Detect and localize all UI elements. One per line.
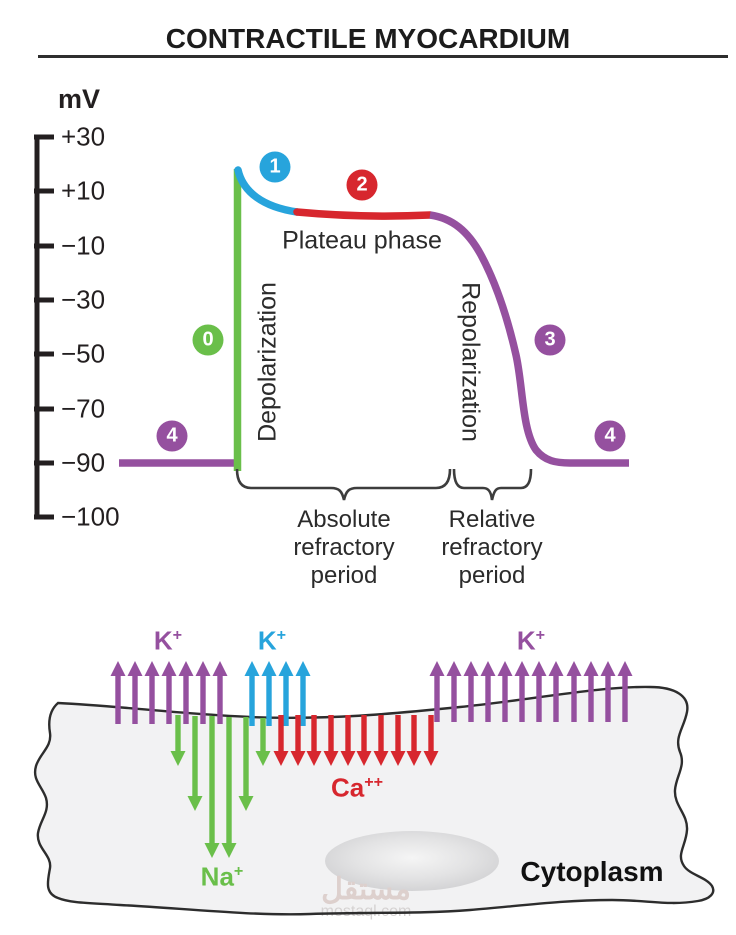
phase-2-plateau-curve [293, 208, 434, 220]
k-left-outward-arrow-head [144, 661, 160, 676]
ion-charge: + [535, 625, 546, 644]
phase-2-badge: 2 [346, 169, 378, 201]
ion-label-ca: Ca++ [331, 773, 383, 804]
axis-tick-minus100: −100 [61, 501, 120, 532]
title-underline [38, 55, 728, 58]
ion-charge: + [172, 625, 183, 644]
k-left-outward-arrow-head [212, 661, 228, 676]
ca-inward-arrow-head [323, 751, 339, 766]
k-right-outward-arrow-head [480, 661, 496, 676]
k-right-outward-arrow-head [446, 661, 462, 676]
na-inward-arrow-head [170, 751, 186, 766]
ca-inward-arrow-head [340, 751, 356, 766]
ion-symbol: Ca [330, 772, 365, 803]
k-mid-outward-arrow-head [278, 661, 294, 676]
na-inward-arrow-head [187, 796, 203, 811]
nucleus [325, 831, 499, 891]
axis-tick-minus70: −70 [61, 393, 106, 424]
ca-inward-arrow-head [406, 751, 422, 766]
k-right-outward-arrow-head [463, 661, 479, 676]
ca-inward-arrow-head [373, 751, 389, 766]
k-left-outward-arrow-head [195, 661, 211, 676]
relative-refractory-label: Relative refractory period [441, 506, 543, 589]
axis-tick-minus30: −30 [61, 284, 106, 315]
na-inward-arrow-head [204, 843, 220, 858]
na-inward-arrow-head [255, 751, 271, 766]
ion-charge: + [233, 861, 244, 880]
ca-inward-arrow-head [423, 751, 439, 766]
plateau-phase-label: Plateau phase [282, 226, 442, 255]
ion-symbol: K [257, 625, 277, 656]
k-right-outward-arrow-head [497, 661, 513, 676]
watermark-domain: mostaql.com [321, 903, 412, 920]
watermark-arabic: مستقل [321, 873, 411, 906]
ca-inward-arrow-head [290, 751, 306, 766]
cell-body [35, 686, 714, 915]
y-axis-ticks [34, 134, 54, 520]
y-axis-unit-label: mV [58, 84, 101, 114]
ion-label-k-mid: K+ [258, 626, 286, 657]
k-left-outward-arrow-head [161, 661, 177, 676]
ca-inward-arrow-head [273, 751, 289, 766]
k-left-outward-arrow-head [110, 661, 126, 676]
ion-symbol: K [153, 625, 173, 656]
k-left-outward-arrow-head [127, 661, 143, 676]
ion-charge: + [276, 625, 287, 644]
axis-tick-minus90: −90 [61, 447, 106, 478]
ion-label-k-right: K+ [517, 626, 545, 657]
ion-label-na: Na+ [201, 862, 244, 893]
phase-3-badge: 3 [534, 324, 566, 356]
axis-tick-minus10: −10 [61, 230, 106, 261]
repolarization-label: Repolarization [456, 282, 485, 442]
phase-4-left-badge: 4 [156, 420, 188, 452]
na-inward-arrow-head [221, 843, 237, 858]
page-title: CONTRACTILE MYOCARDIUM [165, 23, 571, 54]
axis-tick-plus30: +30 [61, 121, 106, 152]
phase-1-badge: 1 [259, 151, 291, 183]
axis-tick-plus10: +10 [61, 175, 106, 206]
phase-1-curve [234, 166, 301, 216]
na-inward-arrow-head [238, 796, 254, 811]
ion-symbol: Na [200, 861, 234, 892]
ion-label-k-left: K+ [154, 626, 182, 657]
phase-0-badge: 0 [192, 324, 224, 356]
k-mid-outward-arrow-head [244, 661, 260, 676]
k-right-outward-arrow-head [583, 661, 599, 676]
ca-inward-arrow-head [306, 751, 322, 766]
k-right-outward-arrow-head [531, 661, 547, 676]
k-right-outward-arrow-head [548, 661, 564, 676]
ion-arrow-layer [110, 661, 633, 858]
ion-symbol: K [516, 625, 536, 656]
absolute-refractory-brace [235, 468, 452, 501]
k-right-outward-arrow-head [514, 661, 530, 676]
phase-3-repolarization-curve [429, 211, 629, 467]
phase-4-right-badge: 4 [594, 420, 626, 452]
depolarization-label: Depolarization [253, 282, 282, 442]
k-right-outward-arrow-head [566, 661, 582, 676]
k-mid-outward-arrow-head [295, 661, 311, 676]
cytoplasm-label: Cytoplasm [520, 856, 664, 887]
axis-tick-minus50: −50 [61, 338, 106, 369]
ion-charge: ++ [364, 772, 384, 791]
k-right-outward-arrow-head [600, 661, 616, 676]
ca-inward-arrow-head [390, 751, 406, 766]
ca-inward-arrow-head [356, 751, 372, 766]
k-mid-outward-arrow-head [261, 661, 277, 676]
cell-membrane-outline [33, 685, 715, 916]
relative-refractory-brace [452, 468, 533, 501]
k-right-outward-arrow-head [429, 661, 445, 676]
k-left-outward-arrow-head [178, 661, 194, 676]
absolute-refractory-label: Absolute refractory period [293, 506, 395, 589]
k-right-outward-arrow-head [617, 661, 633, 676]
